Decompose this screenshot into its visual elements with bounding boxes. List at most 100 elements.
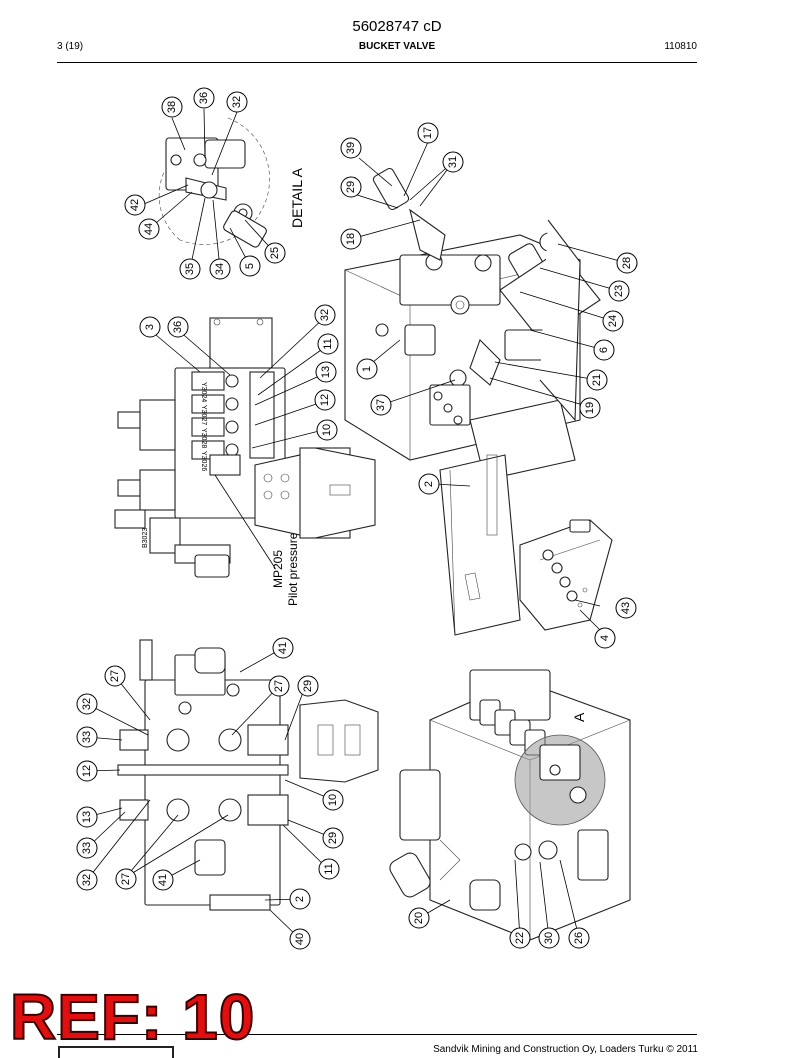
callout-12: 12 [314, 389, 336, 411]
callout-3: 3 [139, 316, 161, 338]
svg-text:19: 19 [584, 402, 596, 414]
code-b3023: B3023 [142, 528, 149, 548]
callout-17: 17 [417, 122, 439, 144]
callout-36: 36 [167, 316, 189, 338]
svg-text:43: 43 [620, 602, 632, 614]
page-indicator: 3 (19) [57, 41, 84, 52]
svg-text:12: 12 [81, 765, 93, 777]
svg-text:41: 41 [277, 642, 289, 654]
callout-20: 20 [408, 907, 430, 929]
footer-copyright: Sandvik Mining and Construction Oy, Load… [433, 1044, 698, 1055]
code-y3026: Y3026 [200, 451, 207, 471]
callout-38: 38 [161, 96, 183, 118]
svg-text:26: 26 [573, 932, 585, 944]
svg-text:12: 12 [319, 394, 331, 406]
marker-a: A [571, 712, 587, 722]
svg-text:3: 3 [144, 324, 156, 330]
callout-32: 32 [226, 91, 248, 113]
svg-text:29: 29 [327, 832, 339, 844]
svg-text:23: 23 [613, 285, 625, 297]
svg-text:33: 33 [81, 731, 93, 743]
company-logo [58, 1046, 174, 1058]
document-number: 56028747 cD [352, 18, 442, 35]
svg-text:10: 10 [321, 424, 333, 436]
callout-31: 31 [442, 151, 464, 173]
svg-text:33: 33 [81, 842, 93, 854]
callout-37: 37 [370, 394, 392, 416]
callout-26: 26 [568, 927, 590, 949]
mp205-label: MP205 [271, 550, 285, 588]
callout-10: 10 [322, 789, 344, 811]
detail-a-label: DETAIL A [289, 167, 305, 228]
code-y3024: Y3024 [200, 382, 207, 402]
svg-text:1: 1 [361, 366, 373, 372]
callout-2: 2 [289, 888, 311, 910]
svg-text:17: 17 [422, 127, 434, 139]
callout-24: 24 [602, 310, 624, 332]
reference-stamp: REF: 10 [9, 981, 256, 1053]
svg-text:31: 31 [447, 156, 459, 168]
svg-text:11: 11 [322, 338, 334, 349]
callout-12: 12 [76, 760, 98, 782]
svg-text:4: 4 [599, 635, 611, 641]
svg-text:35: 35 [184, 263, 196, 275]
svg-text:22: 22 [514, 932, 526, 944]
svg-text:2: 2 [294, 896, 306, 902]
svg-text:37: 37 [375, 399, 387, 411]
manifold-block-view [519, 519, 613, 631]
svg-text:32: 32 [319, 309, 331, 321]
svg-text:27: 27 [109, 670, 121, 682]
svg-text:10: 10 [327, 794, 339, 806]
callout-39: 39 [340, 137, 362, 159]
code-y3027: Y3027 [200, 405, 207, 425]
code-y3028: Y3028 [200, 428, 207, 448]
page-title: BUCKET VALVE [358, 41, 436, 52]
callout-36: 36 [193, 87, 215, 109]
callout-33: 33 [76, 837, 98, 859]
callout-33: 33 [76, 726, 98, 748]
callout-29: 29 [340, 176, 362, 198]
callout-29: 29 [322, 827, 344, 849]
svg-text:39: 39 [345, 142, 357, 154]
callout-27: 27 [104, 665, 126, 687]
svg-text:27: 27 [273, 680, 285, 692]
callout-5: 5 [239, 255, 261, 277]
callout-32: 32 [314, 304, 336, 326]
svg-text:13: 13 [81, 811, 93, 823]
callout-1: 1 [356, 358, 378, 380]
callout-13: 13 [315, 361, 337, 383]
callout-40: 40 [289, 928, 311, 950]
svg-text:11: 11 [323, 863, 335, 874]
svg-text:28: 28 [621, 257, 633, 269]
svg-text:27: 27 [120, 873, 132, 885]
callout-18: 18 [340, 228, 362, 250]
header-rule [57, 62, 697, 63]
svg-text:30: 30 [543, 932, 555, 944]
svg-text:32: 32 [81, 874, 93, 886]
svg-text:29: 29 [302, 680, 314, 692]
callout-34: 34 [209, 258, 231, 280]
svg-text:32: 32 [81, 698, 93, 710]
svg-text:29: 29 [345, 181, 357, 193]
callout-42: 42 [124, 194, 146, 216]
callout-35: 35 [179, 258, 201, 280]
svg-text:25: 25 [269, 247, 281, 259]
svg-text:36: 36 [172, 321, 184, 333]
callout-11: 11 [317, 333, 339, 355]
valve-iso-view: A [389, 669, 631, 941]
callout-6: 6 [593, 339, 615, 361]
main-assembly-view [344, 167, 601, 636]
svg-text:5: 5 [244, 263, 256, 269]
svg-text:38: 38 [166, 101, 178, 113]
callout-4: 4 [594, 627, 616, 649]
callout-2: 2 [418, 473, 440, 495]
svg-text:32: 32 [231, 96, 243, 108]
svg-text:6: 6 [598, 347, 610, 353]
callout-27: 27 [115, 868, 137, 890]
callout-43: 43 [615, 597, 637, 619]
document-date: 110810 [664, 41, 697, 52]
callout-41: 41 [152, 869, 174, 891]
svg-text:2: 2 [423, 481, 435, 487]
svg-text:36: 36 [198, 92, 210, 104]
svg-text:42: 42 [129, 199, 141, 211]
